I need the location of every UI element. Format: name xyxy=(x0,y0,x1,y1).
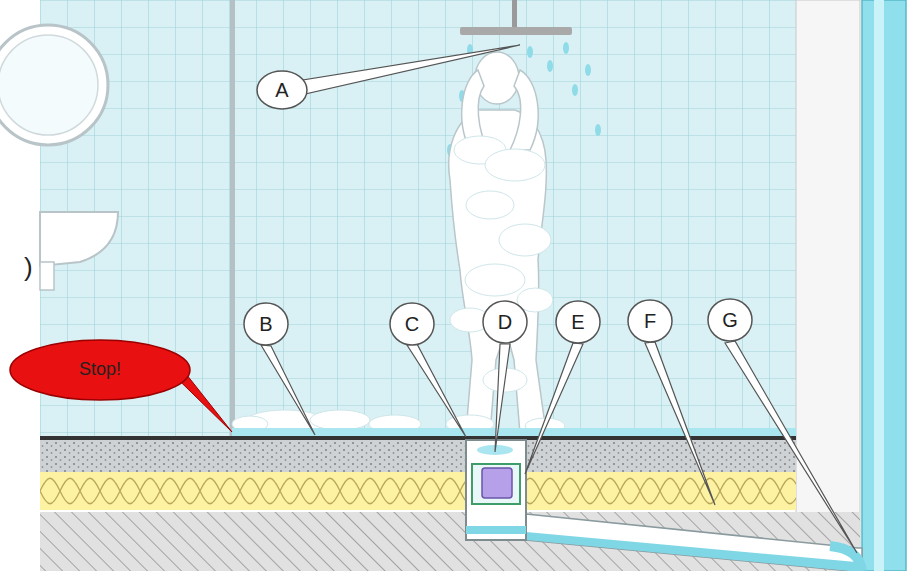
mirror xyxy=(0,25,108,145)
glass-screen xyxy=(230,0,235,440)
callout-letter-shape xyxy=(556,301,600,343)
shower-head xyxy=(460,27,572,35)
soap-foam xyxy=(499,224,551,256)
node-text-group: A xyxy=(256,70,308,110)
callout-letter: F xyxy=(627,299,673,343)
callout-text: E xyxy=(571,311,584,333)
callout-letter: G xyxy=(707,298,753,342)
callout-text: B xyxy=(259,313,272,335)
floor-drain xyxy=(466,440,526,540)
callout-text: Stop! xyxy=(79,360,121,380)
soap-foam xyxy=(466,191,514,219)
washbasin xyxy=(40,212,118,266)
callout-letter: E xyxy=(555,300,601,344)
drain-pipe xyxy=(830,546,862,571)
leader-lines xyxy=(261,345,315,435)
node-text-group: D xyxy=(482,300,528,344)
callout-text: C xyxy=(405,313,419,335)
node-text-group: F xyxy=(627,299,673,343)
callout-letter-shape xyxy=(628,300,672,342)
drain-pipe xyxy=(526,514,862,571)
callout-letter: C xyxy=(389,302,435,346)
callout-letter-shape xyxy=(257,71,307,109)
showering-person xyxy=(510,70,538,150)
leader-lines xyxy=(261,45,857,553)
soap-foam xyxy=(485,149,545,181)
floor-drain xyxy=(466,440,526,540)
floor-drain xyxy=(472,464,520,504)
drain-pipe xyxy=(526,532,862,571)
mirror xyxy=(0,25,108,145)
callout-text: A xyxy=(275,79,288,101)
washbasin xyxy=(40,262,54,290)
drain-pipe xyxy=(526,514,862,571)
stack-pipe xyxy=(862,0,906,571)
water-drops xyxy=(595,124,601,136)
screed-layer xyxy=(40,440,796,472)
mirror xyxy=(0,35,98,135)
soap-foam xyxy=(310,410,370,430)
stack-pipe xyxy=(862,0,906,571)
callout-letter-shape xyxy=(483,301,527,343)
water-drops xyxy=(547,60,553,72)
callout-letter-shape xyxy=(708,299,752,341)
soap-foam xyxy=(465,264,525,296)
floor-water xyxy=(232,428,796,437)
callout-text: D xyxy=(498,311,512,333)
leader-lines xyxy=(725,341,857,553)
water-drops xyxy=(572,84,578,96)
callout-text: F xyxy=(644,310,656,332)
water-drops xyxy=(585,64,591,76)
leader-lines xyxy=(645,342,715,505)
leader-lines xyxy=(303,45,520,94)
stop-bubble: Stop! xyxy=(9,339,191,401)
insulation-layer xyxy=(40,472,796,510)
stop-bubble-shape xyxy=(10,340,190,400)
node-text-group: G xyxy=(707,298,753,342)
callout-letter: A xyxy=(256,70,308,110)
node-text-group: C xyxy=(389,302,435,346)
floor-drain xyxy=(466,526,526,534)
shower-head xyxy=(460,0,572,35)
side-wall xyxy=(796,0,860,571)
callout-letter-shape xyxy=(390,303,434,345)
callout-text: G xyxy=(722,309,738,331)
stack-pipe xyxy=(874,0,884,571)
water-drops xyxy=(563,42,569,54)
leader-lines xyxy=(525,343,583,474)
shower-head xyxy=(512,0,517,28)
node-text-group: Stop! xyxy=(9,339,191,401)
callout-letter: D xyxy=(482,300,528,344)
leader-lines xyxy=(407,344,466,437)
callout-letter-shape xyxy=(244,303,288,345)
callout-letter: B xyxy=(243,302,289,346)
cropped-text: ) xyxy=(24,252,33,283)
washbasin xyxy=(40,212,118,290)
water-drops xyxy=(527,46,533,58)
sealing-membrane xyxy=(40,436,796,440)
soap-foam xyxy=(232,136,565,434)
node-text-group: E xyxy=(555,300,601,344)
node-text-group: B xyxy=(243,302,289,346)
leader-lines xyxy=(495,344,510,452)
floor-drain xyxy=(482,468,512,498)
